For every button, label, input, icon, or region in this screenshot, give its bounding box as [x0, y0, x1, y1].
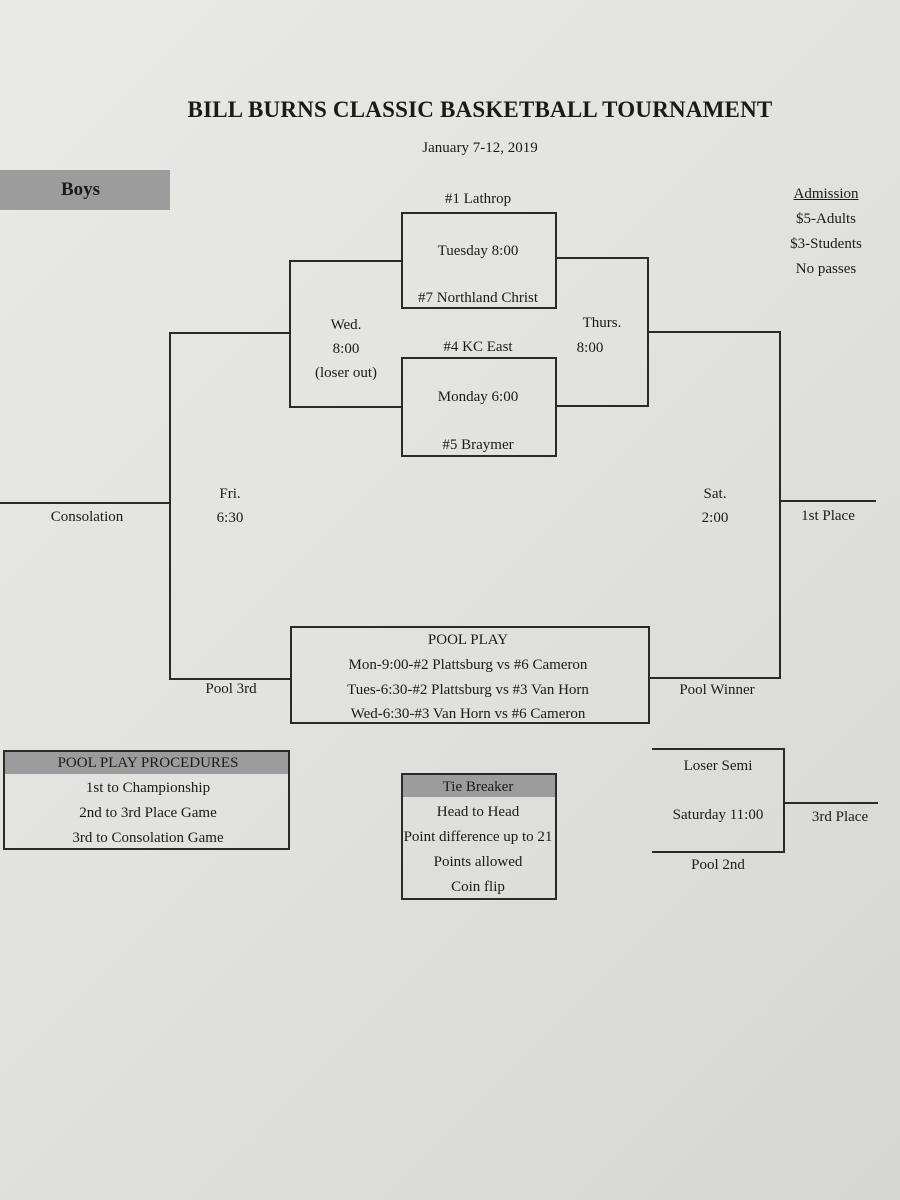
fri-time: 6:30	[216, 510, 244, 526]
page-title: BILL BURNS CLASSIC BASKETBALL TOURNAMENT	[187, 97, 773, 122]
fri-vertical-line	[169, 332, 171, 680]
division-band	[0, 170, 170, 210]
pool-play-game-3: Wed-6:30-#3 Van Horn vs #6 Cameron	[350, 706, 586, 722]
pool-play-game-2: Tues-6:30-#2 Plattsburg vs #3 Van Horn	[347, 682, 589, 698]
third-place-line	[784, 802, 878, 804]
pool-third-label: Pool 3rd	[205, 681, 257, 697]
sat-top-line	[649, 331, 781, 333]
thu-bottom-line	[556, 405, 649, 407]
division-label: Boys	[61, 179, 101, 200]
thu-day: Thurs.	[582, 315, 622, 331]
monday-game-time: Monday 6:00	[437, 389, 519, 405]
wed-bottom-line	[290, 406, 402, 408]
admission-heading: Admission	[793, 186, 859, 202]
wed-top-line	[290, 260, 402, 262]
thu-top-line	[556, 257, 649, 259]
tuesday-game-time: Tuesday 8:00	[437, 243, 519, 259]
thu-vertical-line	[647, 257, 649, 407]
procedures-box	[3, 750, 290, 850]
tie-breaker-item-3: Points allowed	[433, 854, 523, 870]
consolation-label: Consolation	[50, 509, 124, 525]
third-place-label: 3rd Place	[811, 809, 869, 825]
tie-breaker-heading: Tie Breaker	[442, 779, 514, 795]
procedures-heading: POOL PLAY PROCEDURES	[57, 755, 239, 771]
wed-time: 8:00	[332, 341, 360, 357]
pool-winner-label: Pool Winner	[679, 682, 755, 698]
consolation-line	[0, 502, 171, 504]
fri-top-line	[170, 332, 291, 334]
procedure-item-2: 2nd to 3rd Place Game	[79, 805, 217, 821]
third-bottom-line	[652, 851, 785, 853]
procedures-heading-band	[5, 752, 288, 774]
tie-breaker-item-2: Point difference up to 21	[403, 829, 553, 845]
seed-7-team: #7 Northland Christ	[418, 290, 538, 306]
tie-breaker-item-4: Coin flip	[451, 879, 505, 895]
tuesday-game-box	[401, 212, 557, 309]
seed-5-team: #5 Braymer	[442, 437, 514, 453]
fri-day: Fri.	[219, 486, 241, 502]
seed-1-team: #1 Lathrop	[444, 191, 512, 207]
tie-breaker-heading-band	[403, 775, 555, 797]
wed-day: Wed.	[330, 317, 362, 333]
admission-students: $3-Students	[790, 236, 862, 252]
pool-play-heading: POOL PLAY	[427, 632, 509, 648]
sat-bottom-line	[649, 677, 781, 679]
fri-bottom-line	[170, 678, 291, 680]
wed-note: (loser out)	[314, 365, 378, 381]
tie-breaker-item-1: Head to Head	[436, 804, 520, 820]
procedure-item-3: 3rd to Consolation Game	[72, 830, 224, 846]
first-place-line	[780, 500, 876, 502]
tournament-dates: January 7-12, 2019	[422, 140, 538, 156]
pool-play-box	[290, 626, 650, 724]
wed-vertical-line	[289, 260, 291, 408]
third-place-game-time: Saturday 11:00	[672, 807, 764, 823]
sat-day: Sat.	[703, 486, 727, 502]
procedure-item-1: 1st to Championship	[85, 780, 211, 796]
third-top-line	[652, 748, 785, 750]
first-place-label: 1st Place	[801, 508, 855, 524]
third-vertical-line	[783, 748, 785, 853]
pool-play-game-1: Mon-9:00-#2 Plattsburg vs #6 Cameron	[348, 657, 588, 673]
admission-adults: $5-Adults	[796, 211, 856, 227]
thu-time: 8:00	[576, 340, 604, 356]
seed-4-team: #4 KC East	[443, 339, 513, 355]
sat-time: 2:00	[701, 510, 729, 526]
admission-passes: No passes	[795, 261, 857, 277]
monday-game-box	[401, 357, 557, 457]
sat-vertical-line	[779, 331, 781, 679]
tie-breaker-box	[401, 773, 557, 900]
pool-second-label: Pool 2nd	[691, 857, 745, 873]
loser-semi-label: Loser Semi	[683, 758, 753, 774]
